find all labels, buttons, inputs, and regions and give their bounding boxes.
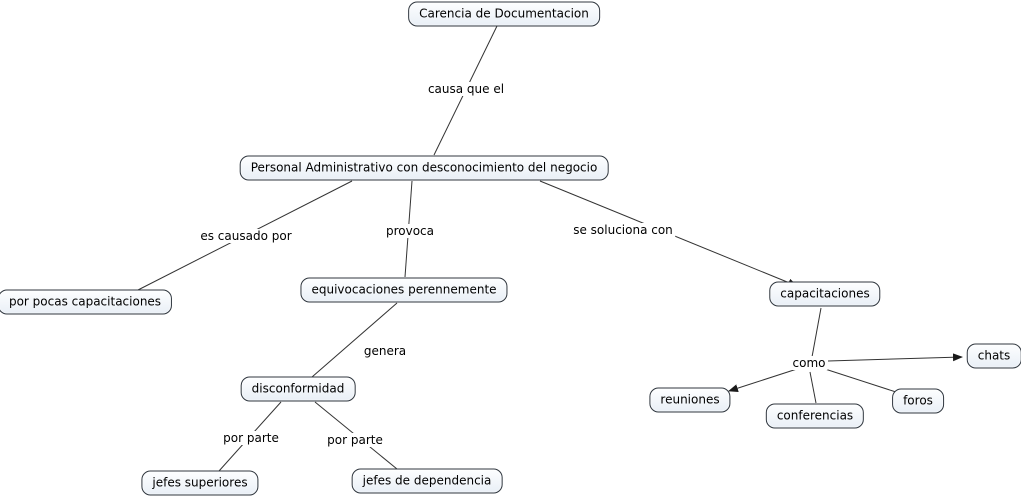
- node-foros[interactable]: foros: [892, 388, 944, 414]
- node-equivocaciones-perennemente[interactable]: equivocaciones perennemente: [300, 277, 508, 303]
- node-personal-administrativo[interactable]: Personal Administrativo con desconocimie…: [239, 155, 609, 181]
- edge-equivocaciones-disconformidad: [311, 302, 398, 378]
- node-por-pocas-capacitaciones[interactable]: por pocas capacitaciones: [0, 289, 173, 315]
- node-jefes-superiores[interactable]: jefes superiores: [141, 470, 259, 496]
- node-conferencias[interactable]: conferencias: [765, 403, 865, 429]
- edge-como-conferencias: [809, 371, 817, 404]
- link-label-como[interactable]: como: [790, 356, 828, 370]
- node-reuniones[interactable]: reuniones: [649, 387, 731, 413]
- link-label-se-soluciona-con[interactable]: se soluciona con: [571, 223, 675, 237]
- link-label-por-parte-der[interactable]: por parte: [325, 433, 385, 447]
- link-label-provoca[interactable]: provoca: [383, 224, 437, 238]
- link-label-es-causado-por[interactable]: es causado por: [198, 229, 294, 243]
- node-capacitaciones[interactable]: capacitaciones: [769, 281, 881, 307]
- node-chats[interactable]: chats: [966, 343, 1021, 369]
- edge-como-chats: [827, 353, 963, 362]
- node-jefes-de-dependencia[interactable]: jefes de dependencia: [351, 468, 503, 494]
- link-label-genera[interactable]: genera: [361, 344, 409, 358]
- edge-capacitaciones-como: [811, 307, 822, 358]
- node-carencia-de-documentacion[interactable]: Carencia de Documentacion: [408, 1, 600, 27]
- link-label-por-parte-izq[interactable]: por parte: [221, 431, 281, 445]
- node-disconformidad[interactable]: disconformidad: [240, 376, 356, 402]
- edge-como-reuniones: [728, 367, 801, 393]
- edge-como-foros: [824, 368, 897, 393]
- link-label-causa-que-el[interactable]: causa que el: [425, 82, 507, 96]
